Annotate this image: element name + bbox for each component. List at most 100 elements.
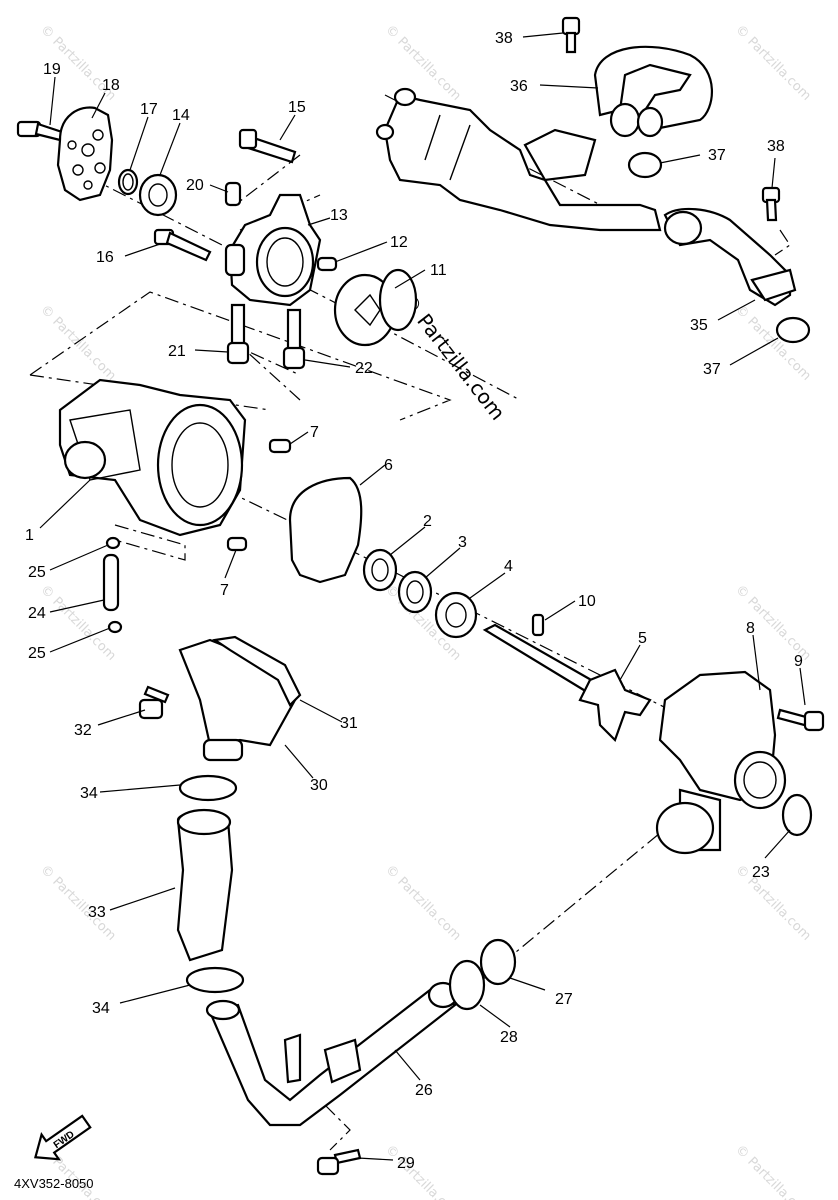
hose-33 <box>176 808 234 962</box>
callout-37a: 37 <box>708 147 726 164</box>
gasket-6 <box>288 476 363 584</box>
callout-25a: 25 <box>28 564 46 581</box>
leader-lines <box>39 32 806 1161</box>
hose-36 <box>593 45 713 138</box>
callout-28: 28 <box>500 1029 518 1046</box>
callout-4: 4 <box>504 558 513 575</box>
bolt-38b <box>761 186 781 222</box>
bearing-14 <box>138 173 178 217</box>
callout-23: 23 <box>752 864 770 881</box>
watermark: © Partzilla.com <box>732 302 814 384</box>
dowel-12 <box>316 256 338 272</box>
callout-10: 10 <box>578 593 596 610</box>
bolt-38a <box>561 16 581 54</box>
callout-7a: 7 <box>310 424 319 441</box>
forward-arrow-icon: FWD <box>34 1114 92 1161</box>
pin-7a <box>268 438 292 454</box>
bolt-32 <box>138 685 170 720</box>
pipe-26 <box>205 981 459 1127</box>
clamp-34b <box>185 966 245 994</box>
pump-body-1 <box>58 378 247 537</box>
watermark: © Partzilla.com <box>37 862 119 944</box>
o-ring-28 <box>448 959 486 1011</box>
bolt-9 <box>776 708 825 732</box>
o-ring-37b <box>775 316 811 344</box>
callout-3: 3 <box>458 534 467 551</box>
watermark: © Partzilla.com <box>382 1142 464 1200</box>
watermark: © Partzilla.com <box>382 862 464 944</box>
callout-24: 24 <box>28 605 46 622</box>
callout-1: 1 <box>25 527 34 544</box>
pipe-24 <box>102 553 120 612</box>
callout-31: 31 <box>340 715 358 732</box>
callout-8: 8 <box>746 620 755 637</box>
dowel-20 <box>224 181 242 207</box>
watermark: © Partzilla.com <box>732 22 814 104</box>
callout-37b: 37 <box>703 361 721 378</box>
pin-10 <box>531 613 545 637</box>
seal-3 <box>397 570 433 614</box>
pump-cover-8 <box>655 670 787 855</box>
callout-5: 5 <box>638 630 647 647</box>
watermark: © Partzilla.com <box>382 22 464 104</box>
hose-35 <box>663 207 797 307</box>
bolt-16 <box>153 228 212 262</box>
callout-32: 32 <box>74 722 92 739</box>
bolt-19 <box>16 120 64 142</box>
callout-29: 29 <box>397 1155 415 1172</box>
watermark: © Partzilla.com <box>732 1142 814 1200</box>
callout-36: 36 <box>510 78 528 95</box>
washer-17 <box>117 168 139 196</box>
diagram-code: 4XV352-8050 <box>14 1176 94 1191</box>
callout-26: 26 <box>415 1082 433 1099</box>
callout-38b: 38 <box>767 138 785 155</box>
callout-2: 2 <box>423 513 432 530</box>
callout-15: 15 <box>288 99 306 116</box>
callout-14: 14 <box>172 107 190 124</box>
callout-20: 20 <box>186 177 204 194</box>
clamp-34a <box>178 774 238 802</box>
callout-12: 12 <box>390 234 408 251</box>
seal-4 <box>434 591 478 639</box>
callout-7b: 7 <box>220 582 229 599</box>
callout-34b: 34 <box>92 1000 110 1017</box>
callout-33: 33 <box>88 904 106 921</box>
thermostat-housing <box>375 87 662 232</box>
callout-11: 11 <box>430 262 447 279</box>
watermark: © Partzilla.com <box>732 582 814 664</box>
gear-18 <box>56 106 114 202</box>
o-ring-27 <box>479 938 517 986</box>
callout-9: 9 <box>794 653 803 670</box>
housing-13 <box>224 193 322 307</box>
callout-25b: 25 <box>28 645 46 662</box>
o-ring-25b <box>107 620 123 634</box>
pin-7b <box>226 536 248 552</box>
callout-34a: 34 <box>80 785 98 802</box>
callout-35: 35 <box>690 317 708 334</box>
bolt-22 <box>282 308 306 370</box>
bolt-21 <box>226 303 250 365</box>
callout-13: 13 <box>330 207 348 224</box>
callout-16: 16 <box>96 249 114 266</box>
callout-6: 6 <box>384 457 393 474</box>
o-ring-23 <box>781 793 813 837</box>
elbow-30 <box>178 638 297 762</box>
callout-30: 30 <box>310 777 328 794</box>
callout-22: 22 <box>355 360 373 377</box>
callout-21: 21 <box>168 343 186 360</box>
callout-19: 19 <box>43 61 61 78</box>
shaft-impeller-5 <box>482 623 652 743</box>
assembly-centerlines <box>29 94 791 1151</box>
callout-27: 27 <box>555 991 573 1008</box>
callout-38a: 38 <box>495 30 513 47</box>
watermark: © Partzilla.com <box>37 302 119 384</box>
bearing-2 <box>362 548 398 592</box>
callout-18: 18 <box>102 77 120 94</box>
callout-labels: 19 18 17 14 15 20 16 13 12 11 21 22 7 6 … <box>25 30 803 1172</box>
o-ring-37a <box>627 151 663 179</box>
bolt-29 <box>316 1148 362 1176</box>
gasket-31 <box>212 635 302 707</box>
rotor-11 <box>333 268 418 347</box>
o-ring-25a <box>105 536 121 550</box>
